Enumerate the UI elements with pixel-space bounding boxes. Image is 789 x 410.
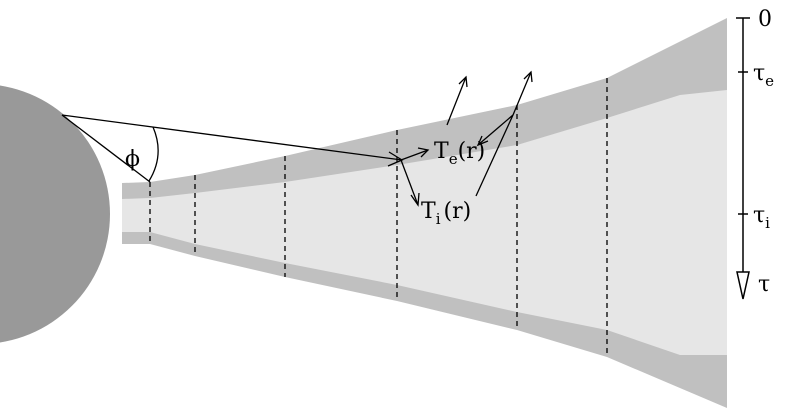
arrowhead — [417, 147, 430, 158]
radial-divisions — [149, 78, 608, 357]
arrowhead — [458, 75, 468, 88]
arrow-up-right-escaping — [512, 71, 532, 116]
te-label-arg: (r) — [458, 139, 486, 164]
ti-label-sub: i — [436, 210, 441, 228]
ti-label-main: T — [421, 199, 436, 224]
inner-disk-region — [122, 90, 727, 355]
angle-reference-line — [61, 114, 151, 183]
axis-label-zero: 0 — [758, 7, 772, 32]
te-label: Te(r) — [434, 139, 485, 168]
tau-e-main: τ — [753, 61, 765, 86]
tau-e-sub: e — [765, 72, 774, 90]
arrowhead — [476, 135, 489, 147]
reflected-arrow — [477, 114, 514, 146]
te-label-main: T — [434, 139, 449, 164]
axis-arrowhead — [736, 271, 750, 300]
ti-label-arg: (r) — [444, 199, 472, 224]
emission-arrows — [400, 70, 533, 207]
arrow-to-te-label — [400, 149, 429, 161]
axis-label-tau-i: τi — [753, 203, 770, 232]
incident-ray — [61, 114, 403, 161]
ti-to-reflection-line — [475, 114, 514, 197]
arrowhead — [523, 70, 533, 83]
tau-i-main: τ — [753, 203, 765, 228]
ti-label: Ti(r) — [421, 199, 471, 228]
axis-label-tau: τ — [758, 272, 770, 297]
phi-label: ϕ — [125, 147, 140, 172]
tau-i-sub: i — [765, 214, 770, 232]
arrowhead — [410, 192, 420, 207]
star-disk — [0, 85, 110, 343]
arrow-to-ti-label — [400, 159, 419, 206]
angle-arc — [148, 126, 159, 182]
arrow-up-escaping — [446, 76, 467, 126]
axis-label-tau-e: τe — [753, 61, 774, 90]
te-label-sub: e — [449, 150, 458, 168]
